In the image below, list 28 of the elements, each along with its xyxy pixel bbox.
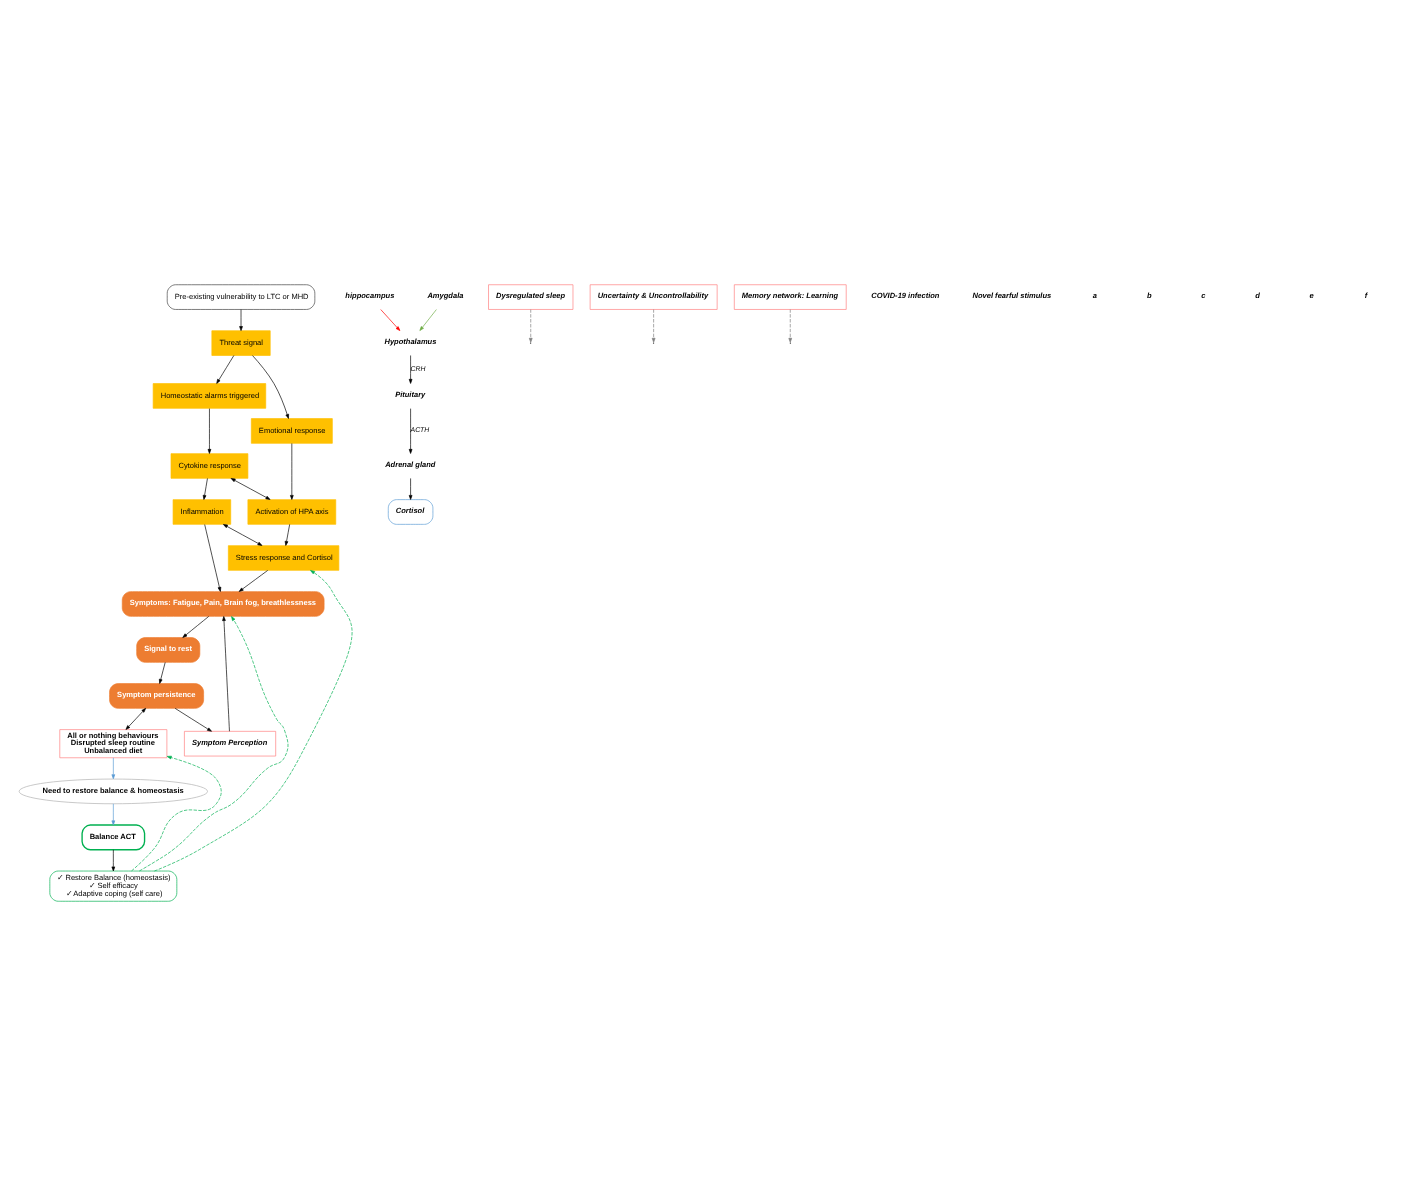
arrow xyxy=(408,354,413,383)
arrow xyxy=(207,407,212,453)
arrow xyxy=(238,569,269,591)
arrow xyxy=(223,523,263,545)
arrow xyxy=(111,848,116,871)
arrow xyxy=(419,308,437,330)
arrow xyxy=(158,661,166,683)
arrow xyxy=(290,442,294,499)
arrow xyxy=(111,802,116,825)
arrow xyxy=(182,615,210,637)
arrow xyxy=(131,754,222,871)
arrow xyxy=(788,308,793,342)
arrow xyxy=(380,308,401,330)
arrow xyxy=(154,569,353,871)
arrow xyxy=(216,354,235,383)
arrow xyxy=(408,477,413,499)
arrow xyxy=(239,308,243,330)
arrow xyxy=(408,407,413,453)
arrow xyxy=(139,615,289,871)
arrow xyxy=(284,523,290,545)
arrow xyxy=(252,354,289,418)
arrow xyxy=(125,707,146,729)
arrow xyxy=(174,707,212,731)
arrow xyxy=(230,477,271,499)
arrow xyxy=(111,756,116,779)
arrow xyxy=(204,523,222,591)
arrow xyxy=(222,615,230,731)
arrow xyxy=(202,477,208,499)
